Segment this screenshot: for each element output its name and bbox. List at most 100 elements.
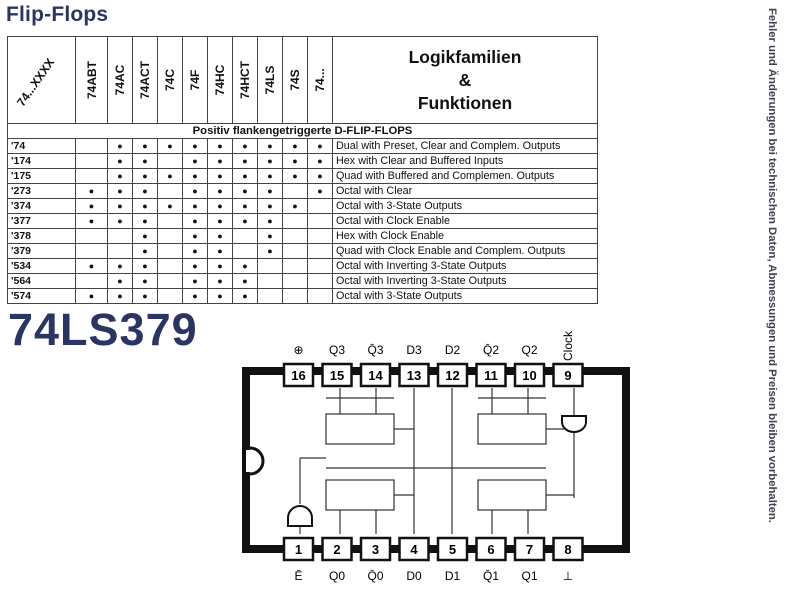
family-header-label: 74... — [313, 68, 327, 92]
availability-dot: ● — [207, 168, 233, 184]
availability-dot: ● — [182, 258, 208, 274]
internal-logic — [299, 388, 575, 534]
availability-dot: ● — [182, 198, 208, 214]
availability-dot: ● — [132, 228, 158, 244]
availability-dot: ● — [132, 153, 158, 169]
empty-cell — [157, 228, 183, 244]
enable-gate-symbol — [287, 505, 313, 527]
bottom-pin-label: D1 — [445, 569, 461, 583]
header-line3: Funktionen — [417, 92, 513, 113]
empty-cell — [75, 243, 108, 259]
header-line2: & — [458, 69, 472, 90]
family-header-label: 74F — [188, 69, 202, 91]
empty-cell — [282, 228, 308, 244]
empty-cell — [75, 273, 108, 289]
bottom-pin-number: 3 — [372, 542, 379, 557]
availability-dot: ● — [232, 183, 258, 199]
availability-dot: ● — [232, 168, 258, 184]
availability-dot: ● — [182, 168, 208, 184]
availability-dot: ● — [232, 153, 258, 169]
availability-dot: ● — [232, 273, 258, 289]
bottom-pin-number: 4 — [410, 542, 418, 557]
top-pin-number: 10 — [522, 368, 536, 383]
type-number: '534 — [7, 258, 76, 274]
empty-cell — [307, 258, 333, 274]
top-pin — [321, 362, 353, 388]
empty-cell — [307, 228, 333, 244]
function-description: Octal with Clock Enable — [332, 213, 598, 229]
empty-cell — [157, 183, 183, 199]
bottom-pin-label: D0 — [406, 569, 422, 583]
availability-dot: ● — [257, 153, 283, 169]
type-number: '175 — [7, 168, 76, 184]
top-pin-label: Q̄3 — [367, 343, 383, 357]
bottom-pin-label: Q̄0 — [367, 569, 383, 583]
section-title: Positiv flankengetriggerte D-FLIP-FLOPS — [7, 123, 598, 139]
top-pin — [475, 362, 507, 388]
table-row: '534●●●●●●Octal with Inverting 3-State O… — [7, 258, 598, 274]
function-description: Octal with 3-State Outputs — [332, 288, 598, 304]
availability-dot: ● — [207, 243, 233, 259]
availability-dot: ● — [132, 183, 158, 199]
type-number: '378 — [7, 228, 76, 244]
bottom-pin-label: Q0 — [329, 569, 345, 583]
empty-cell — [157, 258, 183, 274]
availability-dot: ● — [207, 273, 233, 289]
availability-dot: ● — [182, 288, 208, 304]
availability-dot: ● — [182, 213, 208, 229]
family-header-label: 74LS — [263, 65, 277, 95]
bottom-pin — [552, 536, 584, 562]
corner-header: 74...XXXX — [7, 36, 76, 124]
availability-dot: ● — [282, 198, 308, 214]
page-title: Flip-Flops — [6, 3, 109, 26]
empty-cell — [282, 288, 308, 304]
empty-cell — [75, 138, 108, 154]
table-row: '374●●●●●●●●●Octal with 3-State Outputs — [7, 198, 598, 214]
top-pin-number: 11 — [484, 368, 498, 383]
family-header-label: 74HCT — [238, 60, 252, 100]
family-header: 74... — [307, 36, 333, 124]
availability-dot: ● — [257, 228, 283, 244]
family-header: 74ACT — [132, 36, 158, 124]
bottom-pin-number: 2 — [333, 542, 340, 557]
top-pin — [436, 362, 469, 388]
top-pin — [513, 362, 546, 388]
header-line1: Logikfamilien — [408, 46, 522, 67]
bottom-pin — [436, 536, 469, 562]
empty-cell — [257, 258, 283, 274]
bottom-pin-number: 1 — [295, 542, 302, 557]
availability-dot: ● — [157, 168, 183, 184]
availability-dot: ● — [307, 168, 333, 184]
family-header: 74C — [157, 36, 183, 124]
top-pin — [552, 362, 584, 388]
availability-dot: ● — [207, 138, 233, 154]
empty-cell — [282, 273, 308, 289]
empty-cell — [307, 243, 333, 259]
function-description: Octal with Clear — [332, 183, 598, 199]
availability-dot: ● — [182, 138, 208, 154]
family-header-label: 74ACT — [138, 60, 152, 100]
top-pin-label: Q2 — [521, 343, 537, 357]
type-number: '174 — [7, 153, 76, 169]
table-row: '377●●●●●●●Octal with Clock Enable — [7, 213, 598, 229]
top-pin-number: 16 — [291, 368, 305, 383]
bottom-pin-label: Q1 — [521, 569, 537, 583]
top-pin-label: Q̄2 — [483, 343, 499, 357]
availability-dot: ● — [132, 288, 158, 304]
availability-dot: ● — [75, 183, 108, 199]
availability-dot: ● — [182, 273, 208, 289]
availability-dot: ● — [232, 198, 258, 214]
availability-dot: ● — [107, 258, 133, 274]
empty-cell — [75, 228, 108, 244]
table-row: '174●●●●●●●●Hex with Clear and Buffered … — [7, 153, 598, 169]
family-header: 74ABT — [75, 36, 108, 124]
chip-name: 74LS379 — [8, 304, 198, 355]
availability-dot: ● — [107, 153, 133, 169]
top-pin-number: 9 — [564, 368, 571, 383]
bottom-pin — [282, 536, 315, 562]
availability-dot: ● — [282, 153, 308, 169]
table-row: '379●●●●Quad with Clock Enable and Compl… — [7, 243, 598, 259]
bottom-pin-number: 6 — [487, 542, 494, 557]
empty-cell — [107, 243, 133, 259]
bottom-pin-label: ⊥ — [563, 569, 573, 583]
